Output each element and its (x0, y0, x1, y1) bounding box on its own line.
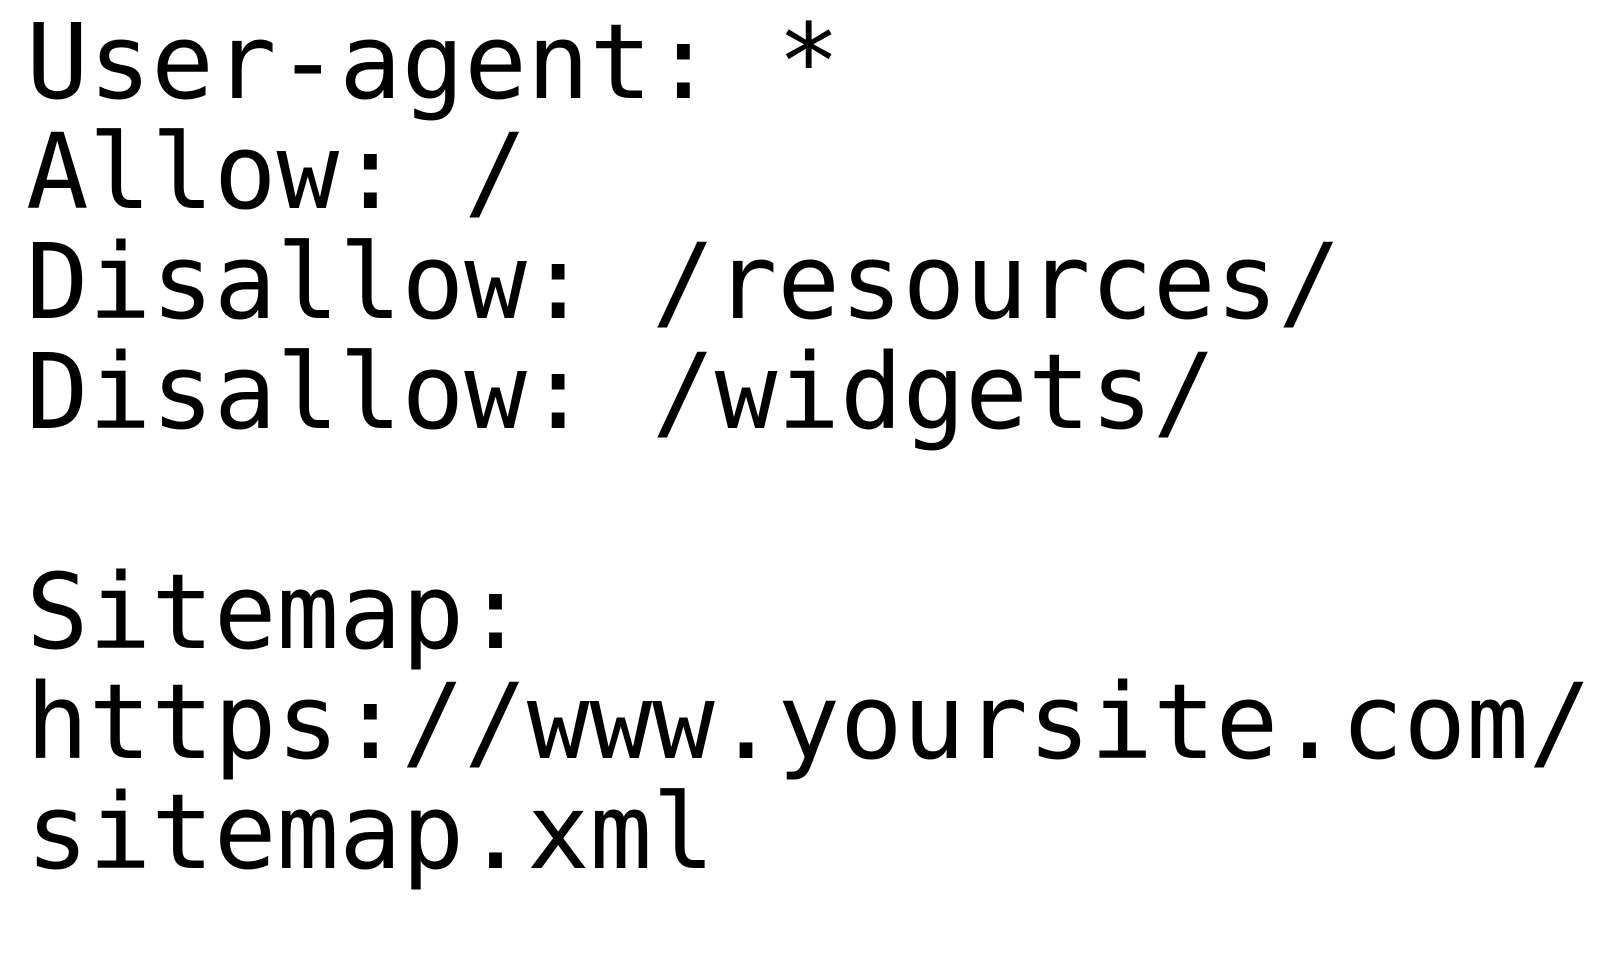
robots-line-blank (26, 447, 1591, 557)
robots-line-sitemap-label: Sitemap: (26, 551, 527, 673)
robots-line-sitemap-url-part1: https://www.yoursite.com/ (26, 661, 1592, 783)
robots-line-allow: Allow: / (26, 111, 527, 233)
robots-line-disallow-resources: Disallow: /resources/ (26, 221, 1341, 343)
robots-line-user-agent: User-agent: * (26, 1, 840, 123)
robots-line-sitemap-url-part2: sitemap.xml (26, 771, 715, 893)
robots-line-disallow-widgets: Disallow: /widgets/ (26, 331, 1216, 453)
robots-txt-content[interactable]: User-agent: *Allow: /Disallow: /resource… (26, 7, 1591, 887)
